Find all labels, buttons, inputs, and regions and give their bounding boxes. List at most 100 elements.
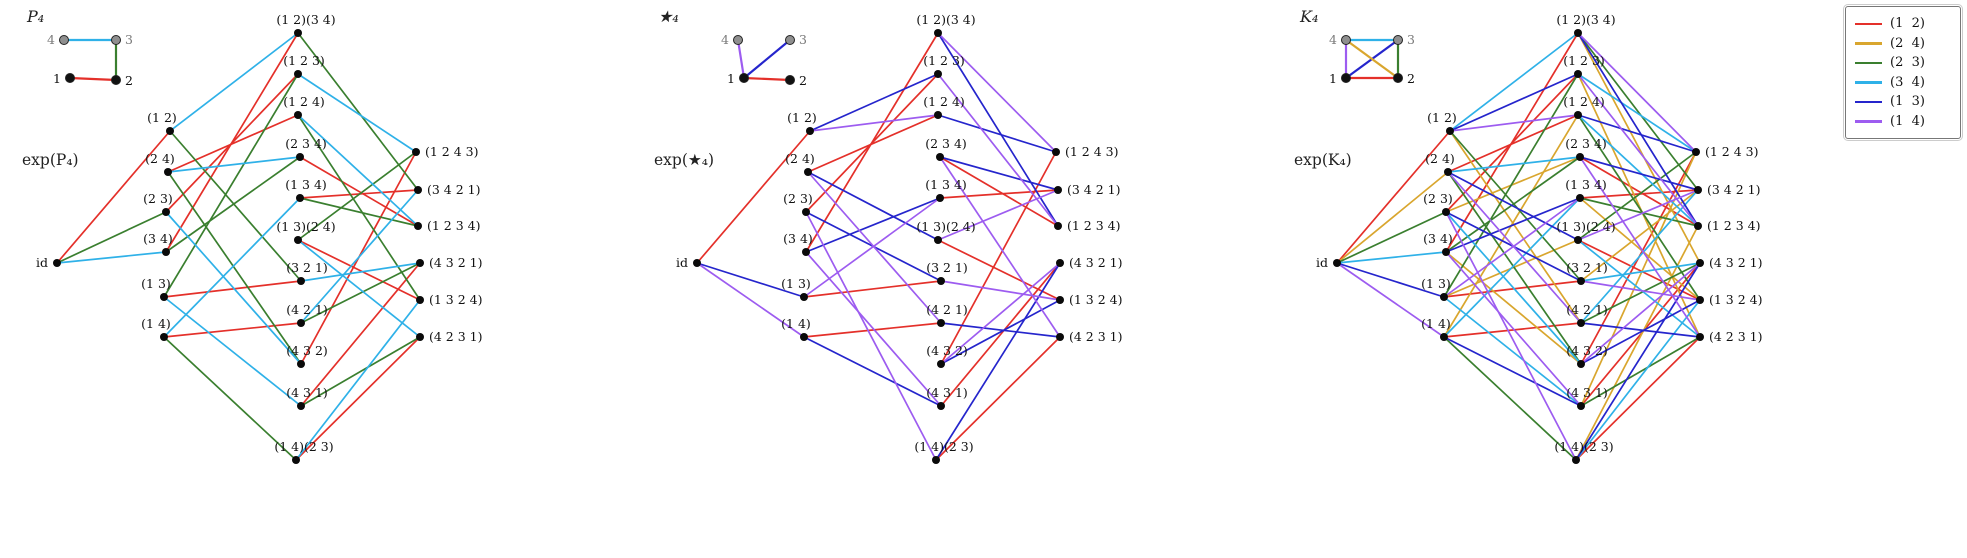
node-label: (1 4) (781, 316, 811, 331)
node-label: (1 2 4) (283, 94, 325, 109)
edge-g12 (1336, 130, 1451, 264)
node-(3 4 2 1) (1694, 186, 1702, 194)
node-label: (4 3 2 1) (1069, 255, 1123, 270)
node-(1 3 2 4) (1056, 296, 1064, 304)
edge-g12 (696, 130, 811, 264)
edge-g13 (1449, 73, 1579, 132)
legend-entry: (1 4) (1855, 112, 1951, 132)
edge-g23 (1336, 211, 1447, 264)
node-(1 2)(3 4) (934, 29, 942, 37)
edge-g12 (1579, 156, 1699, 227)
edge-g13 (809, 73, 939, 132)
node-(1 2) (806, 127, 814, 135)
node-id (693, 259, 701, 267)
node-(4 2 1) (1577, 319, 1585, 327)
edge-g14 (1580, 262, 1701, 365)
edge-g13 (937, 114, 1057, 153)
node-label: (3 2 1) (926, 260, 968, 275)
node-label: (1 2 3) (1563, 53, 1605, 68)
edge-g12 (935, 336, 1061, 461)
node-label: (1 4)(2 3) (274, 439, 333, 454)
panel-title: ★₄ (658, 7, 679, 26)
edge-g23 (299, 197, 419, 227)
edge-g13 (940, 299, 1061, 365)
edge-g14 (1445, 251, 1582, 407)
node-label: (1 2)(3 4) (916, 12, 975, 27)
node-(2 3) (1442, 208, 1450, 216)
legend-label: (1 3) (1890, 94, 1925, 110)
edge-g34 (1580, 189, 1699, 324)
node-label: (3 4 2 1) (427, 182, 481, 197)
node-label: (2 4) (1425, 151, 1455, 166)
node-(1 3 2 4) (416, 296, 424, 304)
node-label: (1 2)(3 4) (276, 12, 335, 27)
node-label: (1 2 3) (283, 53, 325, 68)
node-(1 2 3 4) (414, 222, 422, 230)
node-(1 2 3) (294, 70, 302, 78)
edge-g23 (165, 156, 301, 253)
inset-vertex-label: 4 (47, 32, 55, 47)
edge-g23 (300, 336, 421, 407)
edge-g23 (1447, 171, 1582, 365)
edge-g34 (1445, 211, 1582, 365)
node-label: (1 2 4) (923, 94, 965, 109)
edge-g13 (1580, 322, 1701, 338)
edge-g12 (803, 322, 942, 338)
edge-g12 (1445, 32, 1579, 253)
inset-edge-g14 (736, 39, 746, 79)
edge-g14 (1336, 262, 1445, 338)
exp-label: exp(K₄) (1294, 151, 1352, 169)
inset-vertex-1 (1341, 73, 1351, 83)
node-label: (4 3 2 1) (429, 255, 483, 270)
edge-g12 (939, 189, 1059, 199)
node-label: (1 4) (141, 316, 171, 331)
node-(2 3 4) (296, 153, 304, 161)
node-label: (1 2 3 4) (427, 218, 481, 233)
edge-g24 (1580, 189, 1699, 282)
edge-g34 (56, 251, 167, 264)
node-label: (1 3) (141, 276, 171, 291)
node-label: (1 2) (787, 110, 817, 125)
edge-g13 (935, 262, 1061, 461)
edge-g12 (167, 114, 299, 173)
edge-g34 (1443, 197, 1581, 338)
inset-vertex-1 (65, 73, 75, 83)
edge-g23 (163, 73, 299, 298)
edge-g14 (1577, 32, 1697, 153)
edge-g34 (297, 239, 421, 338)
node-label: (4 3 1) (286, 385, 328, 400)
node-label: (1 3) (1421, 276, 1451, 291)
node-label: (1 3)(2 4) (276, 219, 335, 234)
node-label: (4 2 1) (286, 302, 328, 317)
inset-vertex-label: 1 (1329, 71, 1337, 86)
legend-label: (2 3) (1890, 55, 1925, 71)
node-(3 2 1) (297, 277, 305, 285)
edge-g34 (1577, 73, 1697, 153)
node-(3 4 2 1) (1054, 186, 1062, 194)
edge-g13 (805, 197, 941, 253)
edge-g23 (1443, 73, 1579, 298)
edge-g12 (940, 262, 1061, 407)
inset-vertex-3 (111, 35, 121, 45)
node-label: (1 3 2 4) (1069, 292, 1123, 307)
edge-g23 (169, 130, 302, 282)
node-label: (1 2 4 3) (425, 144, 479, 159)
node-label: (1 3 2 4) (429, 292, 483, 307)
legend-entry: (3 4) (1855, 73, 1951, 93)
edge-g12 (1443, 280, 1582, 298)
edge-g34 (1575, 299, 1701, 461)
edge-g34 (169, 32, 299, 132)
node-label: (4 3 2) (286, 343, 328, 358)
edge-g24 (1580, 151, 1697, 407)
inset-edge-g24 (1345, 39, 1399, 79)
node-label: (3 4 2 1) (1067, 182, 1121, 197)
edge-g12 (295, 336, 421, 461)
node-(1 2)(3 4) (1574, 29, 1582, 37)
panel-star4: id(1 2)(2 4)(2 3)(3 4)(1 3)(1 4)(1 2)(3 … (654, 7, 1123, 464)
legend-label: (1 4) (1890, 113, 1925, 129)
edge-g34 (297, 114, 419, 227)
edge-g34 (1580, 262, 1701, 282)
edge-g12 (1575, 336, 1701, 461)
edge-g13 (1577, 32, 1699, 227)
